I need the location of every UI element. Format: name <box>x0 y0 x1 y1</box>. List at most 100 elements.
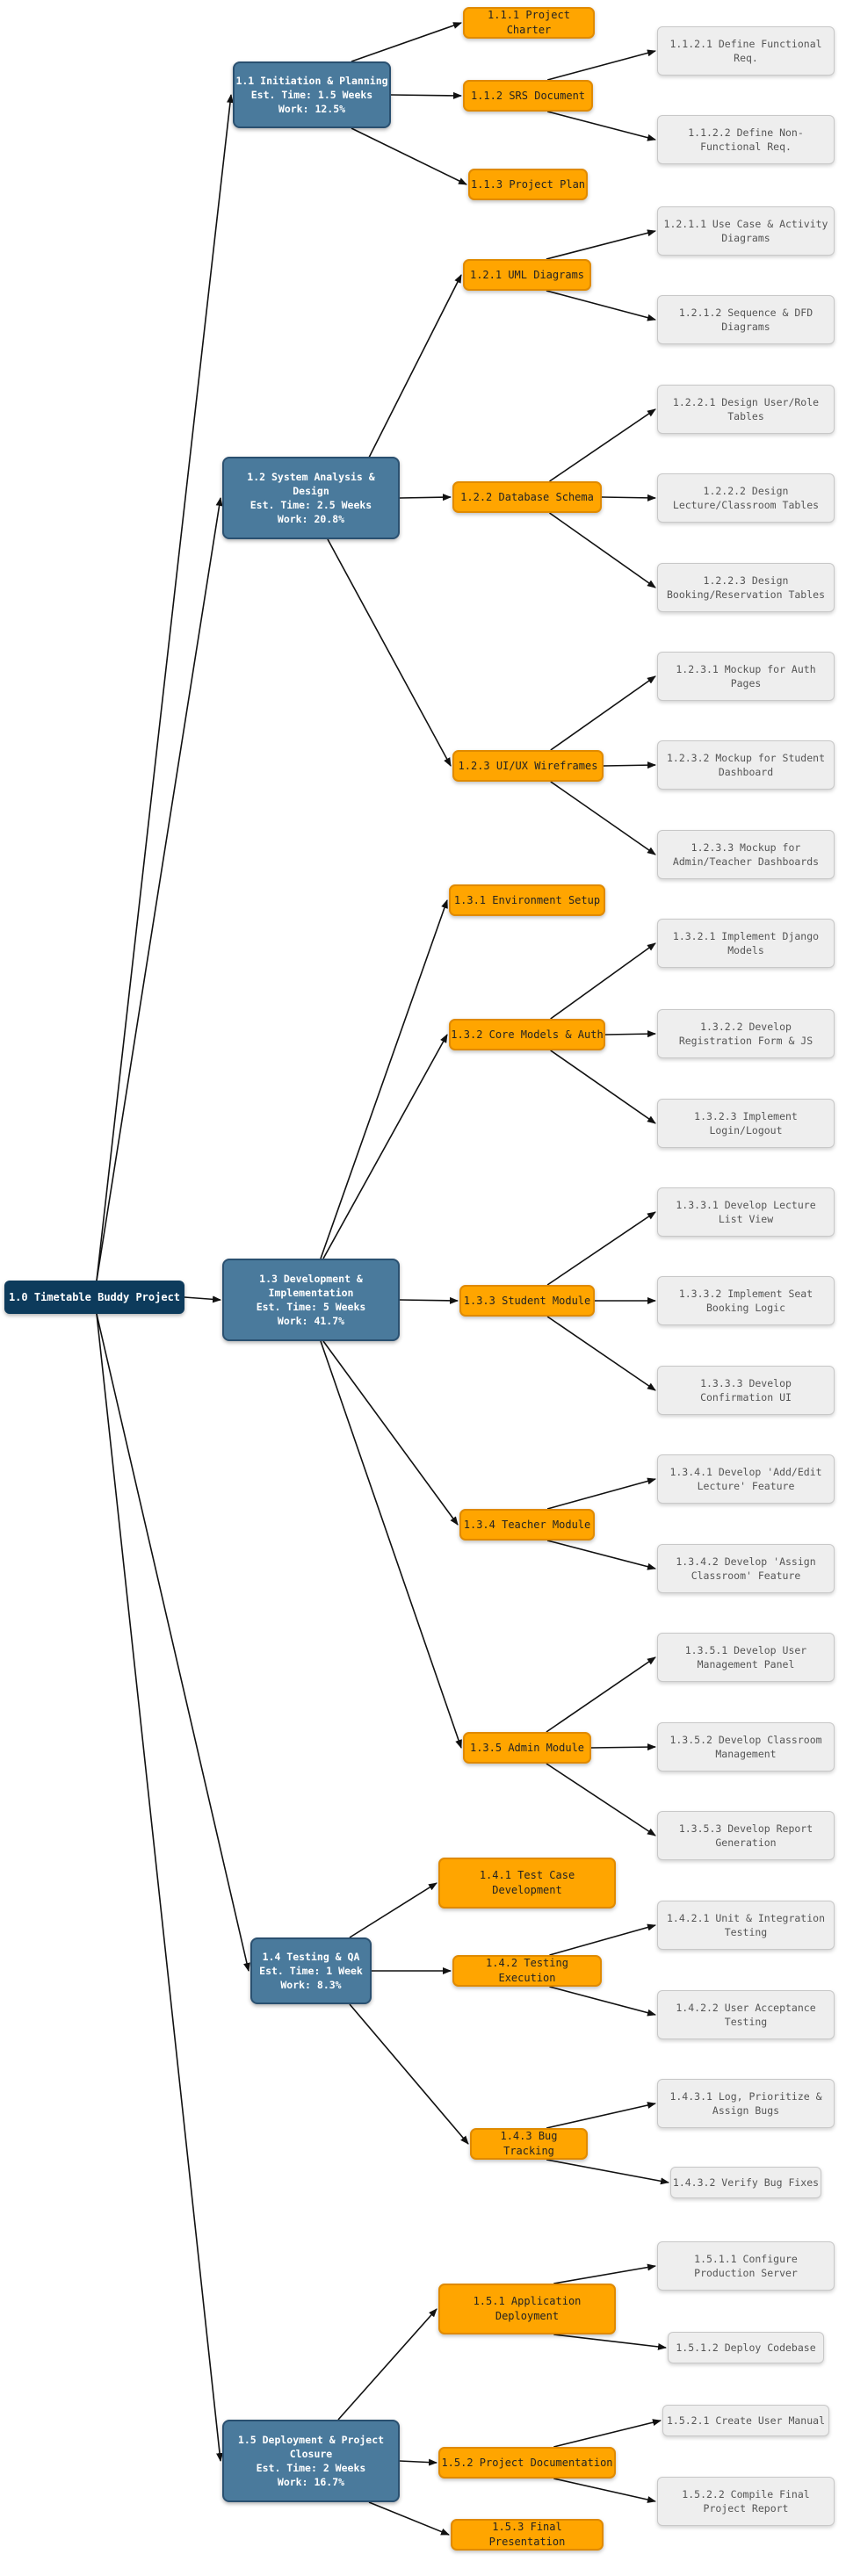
edge-t142-s1422 <box>549 1986 656 2017</box>
subtask-node-s1331: 1.3.3.1 Develop Lecture List View <box>657 1187 835 1237</box>
task-node-t111: 1.1.1 Project Charter <box>463 7 595 39</box>
edge-p1-t113 <box>351 127 467 185</box>
subtask-node-s1421: 1.4.2.1 Unit & Integration Testing <box>657 1901 835 1950</box>
phase-node-p5: 1.5 Deployment & Project Closure Est. Ti… <box>222 2420 400 2502</box>
edge-p1-t111 <box>351 22 462 62</box>
edge-t112-s1122 <box>546 111 656 141</box>
task-node-t135: 1.3.5 Admin Module <box>463 1732 591 1764</box>
edge-p3-t131 <box>320 899 448 1259</box>
edge-t134-s1342 <box>546 1540 656 1570</box>
edge-p4-t141 <box>349 1882 437 1938</box>
subtask-node-s1212: 1.2.1.2 Sequence & DFD Diagrams <box>657 295 835 344</box>
edge-t132-s1322 <box>604 1030 656 1038</box>
subtask-node-s1121: 1.1.2.1 Define Functional Req. <box>657 26 835 76</box>
subtask-node-s1352: 1.3.5.2 Develop Classroom Management <box>657 1722 835 1771</box>
subtask-node-s1222: 1.2.2.2 Design Lecture/Classroom Tables <box>657 473 835 523</box>
subtask-node-s1333: 1.3.3.3 Develop Confirmation UI <box>657 1366 835 1415</box>
edge-p3-t134 <box>322 1340 459 1526</box>
task-node-t142: 1.4.2 Testing Execution <box>452 1955 602 1987</box>
edge-p3-t135 <box>320 1340 462 1749</box>
subtask-node-s1332: 1.3.3.2 Implement Seat Booking Logic <box>657 1276 835 1325</box>
subtask-node-s1422: 1.4.2.2 User Acceptance Testing <box>657 1990 835 2039</box>
task-node-t132: 1.3.2 Core Models & Auth <box>449 1019 605 1050</box>
subtask-node-s1351: 1.3.5.1 Develop User Management Panel <box>657 1633 835 1682</box>
edge-t132-s1321 <box>550 942 656 1020</box>
edge-root-p3 <box>184 1295 221 1303</box>
edge-t151-s1512 <box>553 2334 667 2350</box>
subtask-node-s1431: 1.4.3.1 Log, Prioritize & Assign Bugs <box>657 2079 835 2128</box>
edge-t143-s1431 <box>546 2102 656 2129</box>
edge-p1-t112 <box>390 91 462 99</box>
edge-t122-s1223 <box>549 512 656 588</box>
subtask-node-s1511: 1.5.1.1 Configure Production Server <box>657 2241 835 2291</box>
edge-p2-t122 <box>399 494 452 501</box>
edge-t134-s1341 <box>546 1477 656 1510</box>
edge-t133-s1333 <box>546 1316 656 1391</box>
task-node-t153: 1.5.3 Final Presentation <box>451 2519 604 2551</box>
task-node-t151: 1.5.1 Application Deployment <box>438 2284 616 2334</box>
subtask-node-s1221: 1.2.2.1 Design User/Role Tables <box>657 385 835 434</box>
edge-t142-s1421 <box>549 1923 656 1956</box>
edge-t135-s1352 <box>590 1743 656 1751</box>
edge-p5-t152 <box>399 2458 437 2466</box>
task-node-t121: 1.2.1 UML Diagrams <box>463 259 591 291</box>
edge-p2-t123 <box>327 538 452 767</box>
edge-root-p4 <box>96 1313 250 1972</box>
subtask-node-s1521: 1.5.2.1 Create User Manual <box>662 2405 829 2436</box>
edge-t133-s1331 <box>546 1211 656 1286</box>
edge-t122-s1221 <box>549 408 656 482</box>
subtask-node-s1432: 1.4.3.2 Verify Bug Fixes <box>670 2167 821 2198</box>
subtask-node-s1211: 1.2.1.1 Use Case & Activity Diagrams <box>657 206 835 256</box>
edge-t135-s1351 <box>546 1656 656 1733</box>
subtask-node-s1321: 1.3.2.1 Implement Django Models <box>657 919 835 968</box>
task-node-t134: 1.3.4 Teacher Module <box>459 1509 595 1541</box>
phase-node-p2: 1.2 System Analysis & Design Est. Time: … <box>222 457 400 539</box>
edge-t143-s1432 <box>546 2159 669 2185</box>
subtask-node-s1342: 1.3.4.2 Develop 'Assign Classroom' Featu… <box>657 1544 835 1593</box>
edge-t112-s1121 <box>546 49 656 81</box>
root-node: 1.0 Timetable Buddy Project <box>4 1281 184 1314</box>
edge-root-p2 <box>96 497 223 1281</box>
edge-t135-s1353 <box>546 1763 656 1836</box>
edge-t152-s1521 <box>553 2419 662 2448</box>
subtask-node-s1323: 1.3.2.3 Implement Login/Logout <box>657 1099 835 1148</box>
subtask-node-s1522: 1.5.2.2 Compile Final Project Report <box>657 2477 835 2526</box>
edge-p3-t133 <box>399 1296 459 1304</box>
subtask-node-s1512: 1.5.1.2 Deploy Codebase <box>668 2332 824 2363</box>
edge-root-p5 <box>96 1313 224 2462</box>
phase-node-p1: 1.1 Initiation & Planning Est. Time: 1.5… <box>233 61 391 128</box>
task-node-t112: 1.1.2 SRS Document <box>463 80 593 112</box>
edge-p5-t153 <box>368 2501 450 2536</box>
subtask-node-s1232: 1.2.3.2 Mockup for Student Dashboard <box>657 740 835 790</box>
task-node-t143: 1.4.3 Bug Tracking <box>470 2128 588 2160</box>
subtask-node-s1233: 1.2.3.3 Mockup for Admin/Teacher Dashboa… <box>657 830 835 879</box>
task-node-t131: 1.3.1 Environment Setup <box>449 884 605 916</box>
edge-t123-s1233 <box>550 781 656 855</box>
task-node-t123: 1.2.3 UI/UX Wireframes <box>452 750 604 782</box>
edge-p4-t143 <box>349 2003 469 2145</box>
edge-root-p1 <box>96 94 234 1281</box>
edge-t121-s1211 <box>546 229 656 260</box>
subtask-node-s1322: 1.3.2.2 Develop Registration Form & JS <box>657 1009 835 1058</box>
subtask-node-s1231: 1.2.3.1 Mockup for Auth Pages <box>657 652 835 701</box>
subtask-node-s1353: 1.3.5.3 Develop Report Generation <box>657 1811 835 1860</box>
phase-node-p3: 1.3 Development & Implementation Est. Ti… <box>222 1259 400 1341</box>
task-node-t152: 1.5.2 Project Documentation <box>438 2447 616 2479</box>
edge-p3-t132 <box>322 1034 448 1259</box>
edge-t121-s1212 <box>546 290 656 321</box>
task-node-t122: 1.2.2 Database Schema <box>452 481 602 513</box>
task-node-t113: 1.1.3 Project Plan <box>468 169 588 200</box>
edge-t151-s1511 <box>553 2263 656 2284</box>
subtask-node-s1122: 1.1.2.2 Define Non- Functional Req. <box>657 115 835 164</box>
edge-t123-s1231 <box>550 675 656 751</box>
edge-t122-s1222 <box>601 494 656 501</box>
subtask-node-s1223: 1.2.2.3 Design Booking/Reservation Table… <box>657 563 835 612</box>
edge-p5-t151 <box>337 2308 437 2421</box>
phase-node-p4: 1.4 Testing & QA Est. Time: 1 Week Work:… <box>250 1937 372 2004</box>
task-node-t133: 1.3.3 Student Module <box>459 1285 595 1317</box>
subtask-node-s1341: 1.3.4.1 Develop 'Add/Edit Lecture' Featu… <box>657 1454 835 1504</box>
edge-t152-s1522 <box>553 2478 656 2503</box>
edge-t123-s1232 <box>603 761 656 769</box>
